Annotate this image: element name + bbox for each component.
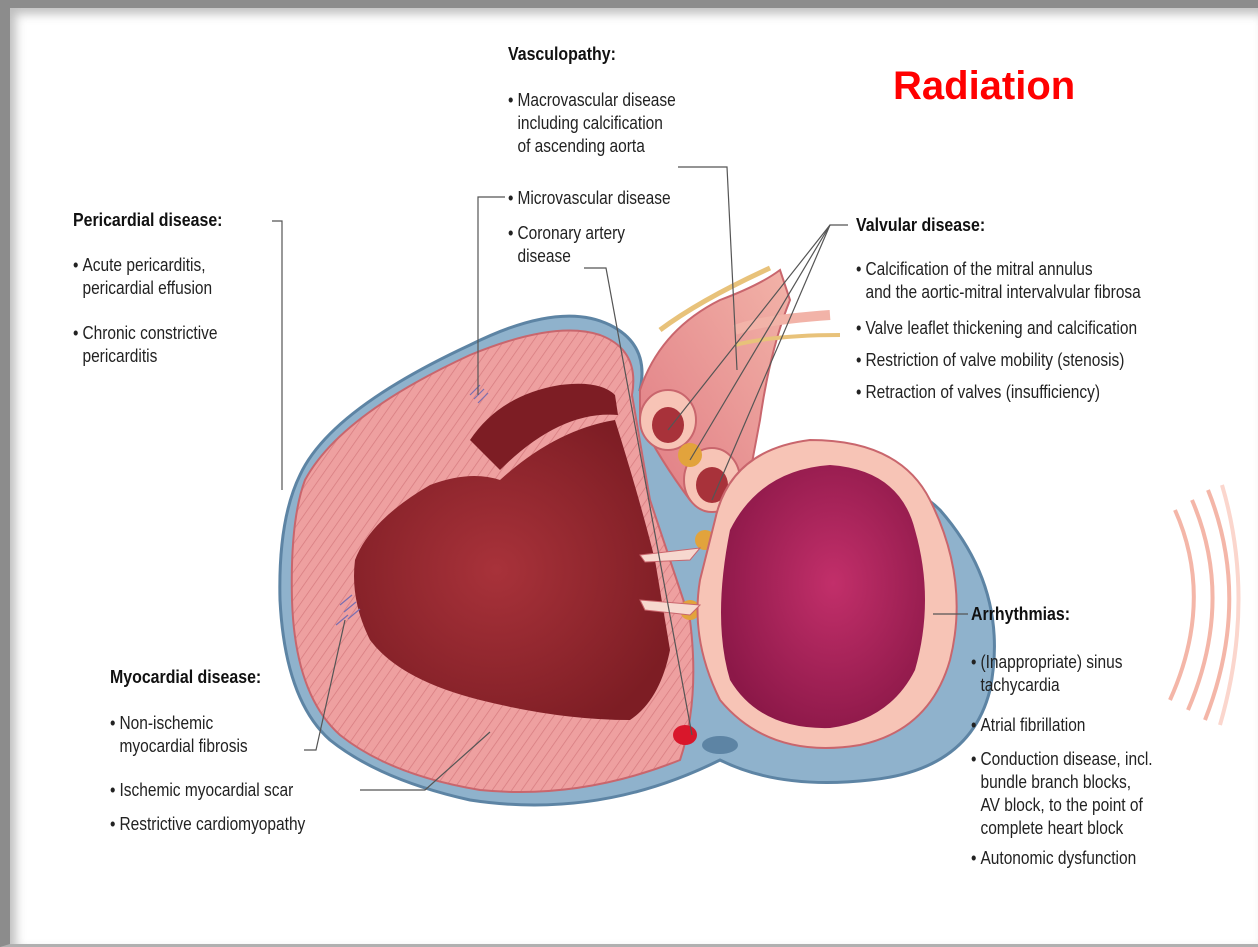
arrhythmias-item-autonomic: •Autonomic dysfunction <box>971 847 1136 870</box>
valvular-item-insufficiency: •Retraction of valves (insufficiency) <box>856 381 1100 404</box>
arrhythmias-heading: Arrhythmias: <box>971 603 1070 625</box>
valvular-heading: Valvular disease: <box>856 214 985 236</box>
radiation-waves <box>1170 485 1239 725</box>
vasculopathy-item-macrovascular: •Macrovascular disease including calcifi… <box>508 89 676 158</box>
vasculopathy-heading: Vasculopathy: <box>508 43 616 65</box>
valvular-item-calcification: •Calcification of the mitral annulus and… <box>856 258 1141 304</box>
myocardial-item-restrictive: •Restrictive cardiomyopathy <box>110 813 305 836</box>
pericardial-item-chronic: •Chronic constrictive pericarditis <box>73 322 218 368</box>
pericardial-item-acute: •Acute pericarditis, pericardial effusio… <box>73 254 212 300</box>
arrhythmias-item-sinus: •(Inappropriate) sinus tachycardia <box>971 651 1122 697</box>
myocardial-item-fibrosis: •Non-ischemic myocardial fibrosis <box>110 712 248 758</box>
valvular-item-thickening: •Valve leaflet thickening and calcificat… <box>856 317 1137 340</box>
vasculopathy-item-coronary: •Coronary artery disease <box>508 222 625 268</box>
arrhythmias-item-af: •Atrial fibrillation <box>971 714 1085 737</box>
myocardial-item-scar: •Ischemic myocardial scar <box>110 779 293 802</box>
pericardial-heading: Pericardial disease: <box>73 209 222 231</box>
slide-title: Radiation <box>893 64 1075 109</box>
myocardial-heading: Myocardial disease: <box>110 666 261 688</box>
vasculopathy-item-microvascular: •Microvascular disease <box>508 187 671 210</box>
valvular-item-stenosis: •Restriction of valve mobility (stenosis… <box>856 349 1124 372</box>
arrhythmias-item-conduction: •Conduction disease, incl. bundle branch… <box>971 748 1153 840</box>
